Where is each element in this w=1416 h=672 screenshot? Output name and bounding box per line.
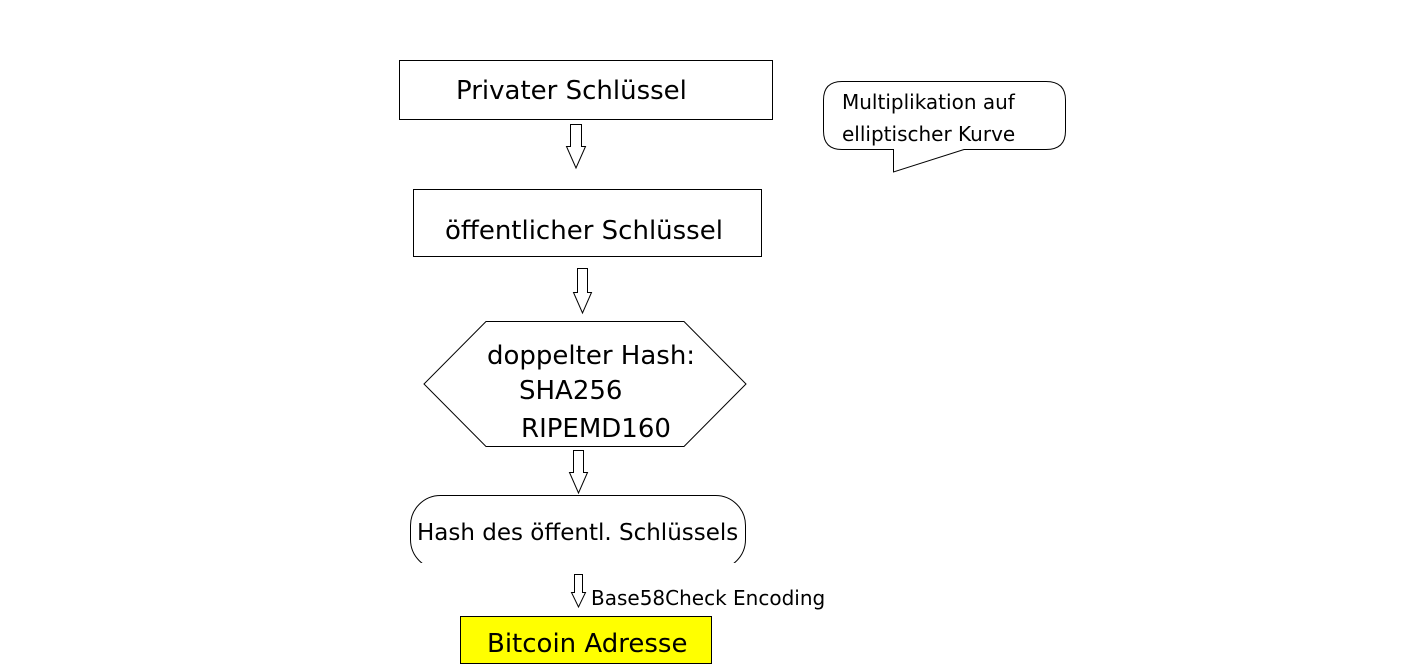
- public-key-hash-label: Hash des öffentl. Schlüssels: [417, 520, 739, 546]
- callout-line-2: elliptischer Kurve: [842, 122, 1016, 146]
- arrow-down-2: [572, 268, 593, 315]
- bitcoin-address-label: Bitcoin Adresse: [487, 629, 688, 659]
- public-key-box: [413, 189, 762, 257]
- arrow-down-3: [568, 450, 589, 495]
- callout-bubble: [823, 81, 1066, 173]
- bitcoin-address-box: [460, 616, 712, 664]
- sha256-label: SHA256: [519, 376, 623, 406]
- private-key-box: [399, 60, 773, 120]
- arrow-down-4: [570, 574, 587, 609]
- public-key-label: öffentlicher Schlüssel: [445, 216, 723, 246]
- double-hash-title: doppelter Hash:: [487, 341, 696, 371]
- box-bottom-mask: [405, 563, 751, 573]
- ripemd160-label: RIPEMD160: [521, 414, 671, 444]
- callout-line-1: Multiplikation auf: [842, 90, 1015, 114]
- private-key-label: Privater Schlüssel: [456, 76, 687, 106]
- encoding-label: Base58Check Encoding: [591, 586, 826, 610]
- arrow-down-1: [565, 124, 587, 170]
- double-hash-hexagon: [423, 321, 747, 447]
